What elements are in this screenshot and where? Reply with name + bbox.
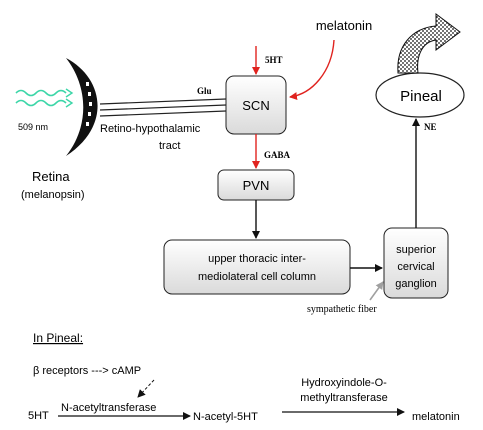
retina-shape [66, 58, 98, 156]
pineal-ellipse [375, 72, 465, 118]
intermediate-label: N-acetyl-5HT [193, 411, 258, 423]
tract-label-line1: Retino-hypothalamic [100, 123, 201, 135]
melatonin-output-arrow [397, 13, 461, 74]
pvn-label: PVN [243, 178, 270, 193]
scn-label: SCN [242, 98, 269, 113]
enzyme2-line2: methyltransferase [300, 392, 387, 404]
glu-label: Glu [197, 86, 212, 96]
enzyme2-line1: Hydroxyindole-O- [301, 377, 387, 389]
5ht-label: 5HT [265, 55, 283, 65]
sympathetic-fiber-label: sympathetic fiber [307, 304, 377, 315]
melanopsin-label: (melanopsin) [21, 189, 85, 201]
column-label-line1: upper thoracic inter- [208, 253, 306, 265]
substrate-5ht: 5HT [28, 410, 49, 422]
light-wave-2 [15, 99, 67, 107]
column-label-line2: mediolateral cell column [198, 271, 316, 283]
gaba-label: GABA [264, 150, 291, 160]
light-waves [15, 88, 74, 108]
receptors-label: β receptors ---> cAMP [33, 365, 141, 377]
ganglion-label-line3: ganglion [395, 278, 437, 290]
intermediolateral-column-box [163, 239, 351, 295]
enzyme1-label: N-acetyltransferase [61, 402, 156, 414]
camp-dashed-arrow [137, 379, 155, 398]
retino-hypothalamic-tract [99, 98, 227, 117]
ganglion-label-line2: cervical [397, 261, 434, 273]
light-wave-1 [15, 89, 67, 97]
ne-label: NE [424, 122, 437, 132]
tract-label-line2: tract [159, 140, 180, 152]
melatonin-feedback-arrow [289, 39, 335, 101]
melatonin-top-label: melatonin [316, 18, 372, 33]
pineal-label: Pineal [400, 88, 442, 105]
ganglion-label-line1: superior [396, 244, 436, 256]
product-melatonin: melatonin [412, 411, 460, 423]
wavelength-label: 509 nm [18, 122, 48, 132]
sympathetic-fiber-arrow [369, 281, 384, 301]
in-pineal-heading: In Pineal: [33, 331, 83, 345]
retina-label: Retina [32, 169, 70, 184]
